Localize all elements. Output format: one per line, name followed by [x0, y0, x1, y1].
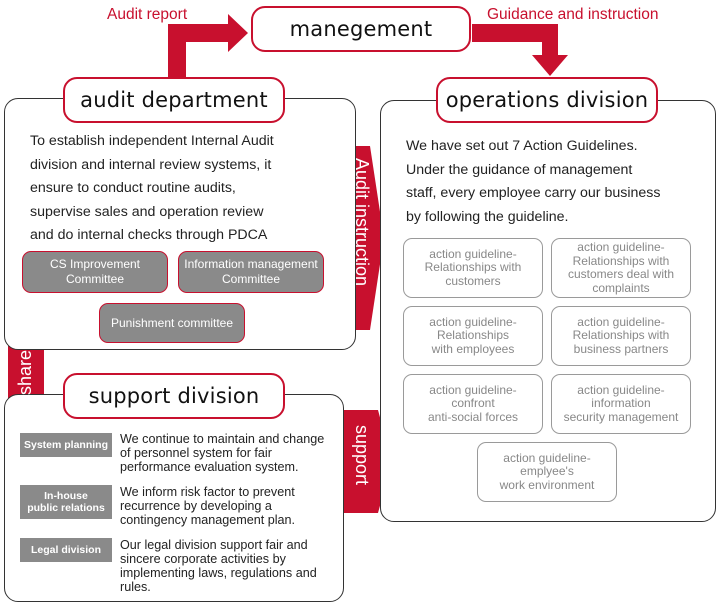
guideline-line: action guideline- — [503, 450, 591, 465]
public-relations-tag: In-house public relations — [20, 485, 112, 519]
tag-line: public relations — [27, 502, 105, 514]
guideline-line: Relationships — [436, 328, 510, 343]
tag-line: Legal division — [30, 544, 101, 556]
guideline-line: with employees — [431, 341, 515, 356]
support-line: recurrence by developing a — [120, 499, 272, 513]
guideline-complaints: action guideline- Relationships with cus… — [551, 238, 691, 298]
cs-improvement-committee: CS Improvement Committee — [22, 251, 168, 293]
guideline-line: Relationships with — [572, 328, 670, 343]
tag-line: In-house — [44, 490, 88, 502]
support-line: We inform risk factor to prevent — [120, 485, 295, 499]
guideline-line: anti-social forces — [427, 409, 519, 424]
operations-line: staff, every employee carry our business — [406, 185, 661, 201]
operations-description: We have set out 7 Action Guidelines. Und… — [406, 135, 660, 229]
audit-department-title: audit department — [80, 88, 268, 112]
committee-line: CS Improvement — [49, 257, 141, 271]
guideline-work-environment: action guideline- emplyee's work environ… — [477, 442, 617, 502]
guideline-line: complaints — [592, 280, 650, 295]
guideline-employees: action guideline- Relationships with emp… — [403, 306, 543, 366]
system-planning-text: We continue to maintain and change of pe… — [120, 432, 324, 474]
operations-line: We have set out 7 Action Guidelines. — [406, 138, 638, 154]
committee-line: Punishment committee — [110, 315, 234, 330]
committee-line: Committee — [221, 272, 280, 286]
audit-description: To establish independent Internal Audit … — [30, 130, 274, 248]
management-box: manegement — [251, 6, 471, 52]
guideline-line: Relationships with — [572, 253, 670, 268]
audit-line: and do internal checks through PDCA — [30, 227, 268, 243]
support-line: Our legal division support fair and — [120, 538, 308, 552]
information-management-committee: Information management Committee — [178, 251, 324, 293]
guidance-arrow — [472, 24, 568, 76]
guideline-line: emplyee's — [520, 464, 574, 479]
support-line: rules. — [120, 580, 151, 594]
operations-division-title: operations division — [445, 88, 649, 112]
support-line: sincere corporate activities by — [120, 552, 286, 566]
management-label: manegement — [289, 17, 433, 41]
legal-division-text: Our legal division support fair and sinc… — [120, 538, 317, 594]
audit-department-title-box: audit department — [63, 77, 285, 123]
guidance-label: Guidance and instruction — [487, 6, 659, 23]
committee-line: Committee — [65, 272, 124, 286]
share-label: share — [15, 349, 35, 395]
guideline-line: customers deal with — [567, 267, 675, 281]
support-line: implementing laws, regulations and — [120, 566, 317, 580]
audit-line: ensure to conduct routine audits, — [30, 180, 236, 196]
support-division-title-box: support division — [63, 373, 285, 419]
guideline-line: security management — [563, 409, 679, 424]
guideline-line: action guideline- — [429, 382, 517, 397]
guideline-line: action guideline- — [577, 240, 665, 254]
system-planning-tag: System planning — [20, 433, 112, 457]
guideline-customers: action guideline- Relationships with cus… — [403, 238, 543, 298]
guideline-line: action guideline- — [429, 314, 517, 329]
audit-line: supervise sales and operation review — [30, 203, 264, 220]
support-line: contingency management plan. — [120, 513, 296, 527]
operations-line: by following the guideline. — [406, 208, 569, 225]
guideline-line: confront — [451, 396, 495, 411]
legal-division-tag: Legal division — [20, 538, 112, 562]
guideline-line: work environment — [499, 477, 595, 492]
audit-report-arrow — [168, 14, 248, 80]
support-line: We continue to maintain and change — [120, 432, 325, 446]
tag-line: System planning — [23, 439, 108, 451]
guideline-anti-social-forces: action guideline- confront anti-social f… — [403, 374, 543, 434]
audit-line: To establish independent Internal Audit — [30, 133, 274, 149]
guideline-line: action guideline- — [577, 314, 665, 329]
support-connector-label: support — [352, 425, 372, 486]
public-relations-text: We inform risk factor to prevent recurre… — [120, 485, 295, 527]
audit-line: division and internal review systems, it — [30, 156, 272, 173]
guideline-line: business partners — [573, 341, 669, 356]
committee-line: Information management — [184, 257, 318, 271]
operations-division-title-box: operations division — [436, 77, 658, 123]
audit-report-label: Audit report — [107, 6, 188, 23]
guideline-information-security: action guideline- information security m… — [551, 374, 691, 434]
guideline-line: information — [591, 396, 651, 411]
support-arrow — [343, 410, 392, 513]
guideline-line: customers — [445, 273, 501, 288]
guideline-line: action guideline- — [577, 382, 665, 397]
operations-line: Under the guidance of management — [406, 161, 633, 178]
guideline-line: Relationships with — [424, 260, 522, 275]
support-line: performance evaluation system. — [120, 460, 299, 474]
guideline-line: action guideline- — [429, 246, 517, 261]
support-division-title: support division — [88, 384, 260, 408]
guideline-business-partners: action guideline- Relationships with bus… — [551, 306, 691, 366]
punishment-committee: Punishment committee — [99, 303, 245, 343]
audit-instruction-label: Audit instruction — [352, 158, 372, 287]
support-line: of personnel system for fair — [120, 446, 272, 460]
